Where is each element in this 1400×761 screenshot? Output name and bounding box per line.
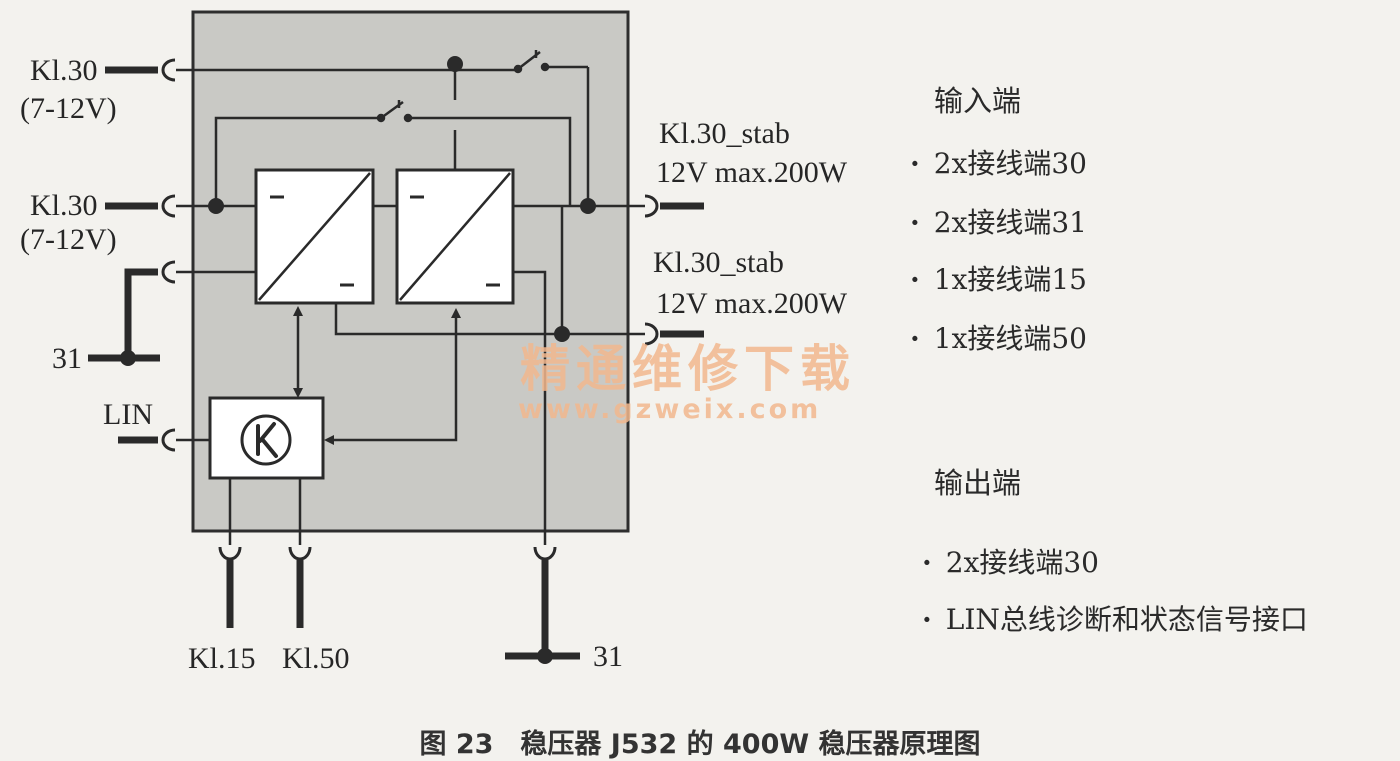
- label-out1-spec: 12V max.200W: [656, 156, 848, 189]
- label-kl30-stab-out1: Kl.30_stab: [659, 117, 790, 150]
- dc-converter-1: [254, 168, 375, 305]
- label-lin: LIN: [103, 398, 153, 431]
- input-item-1: 2x接线端30: [910, 142, 1087, 182]
- figure-caption: 图 23 稳压器 J532 的 400W 稳压器原理图: [419, 729, 981, 760]
- label-out2-spec: 12V max.200W: [656, 287, 848, 320]
- controller-k-icon: [256, 422, 278, 458]
- dc-converter-2: [395, 168, 515, 305]
- input-item-4: 1x接线端50: [910, 317, 1087, 357]
- outputs-heading: 输出端: [934, 466, 1022, 500]
- label-kl30-in2: Kl.30: [30, 189, 98, 222]
- label-kl30-in1-voltage: (7-12V): [20, 92, 117, 125]
- label-kl15: Kl.15: [188, 642, 256, 675]
- label-kl30-in1: Kl.30: [30, 54, 98, 87]
- label-kl30-stab-out2: Kl.30_stab: [653, 246, 784, 279]
- output-item-2: LIN总线诊断和状态信号接口: [922, 598, 1308, 638]
- watermark-url: www.gzweix.com: [518, 394, 821, 425]
- connector-sockets: [161, 58, 659, 561]
- output-item-1: 2x接线端30: [922, 541, 1099, 581]
- external-leads: [88, 66, 704, 660]
- label-kl50: Kl.50: [282, 642, 350, 675]
- signal-arrows: [293, 306, 461, 445]
- input-item-2: 2x接线端31: [910, 201, 1087, 241]
- junction-dots: [120, 56, 596, 664]
- switch-secondary: [376, 100, 413, 123]
- watermark-title: 精通维修下载: [520, 340, 856, 398]
- control-module: [208, 396, 325, 480]
- label-kl30-in2-voltage: (7-12V): [20, 223, 117, 256]
- label-ground-bottom: 31: [593, 640, 623, 673]
- label-ground-left: 31: [52, 342, 82, 375]
- inputs-heading: 输入端: [934, 84, 1022, 118]
- switch-main: [513, 50, 550, 74]
- internal-wiring: [176, 63, 645, 545]
- input-item-3: 1x接线端15: [910, 258, 1087, 298]
